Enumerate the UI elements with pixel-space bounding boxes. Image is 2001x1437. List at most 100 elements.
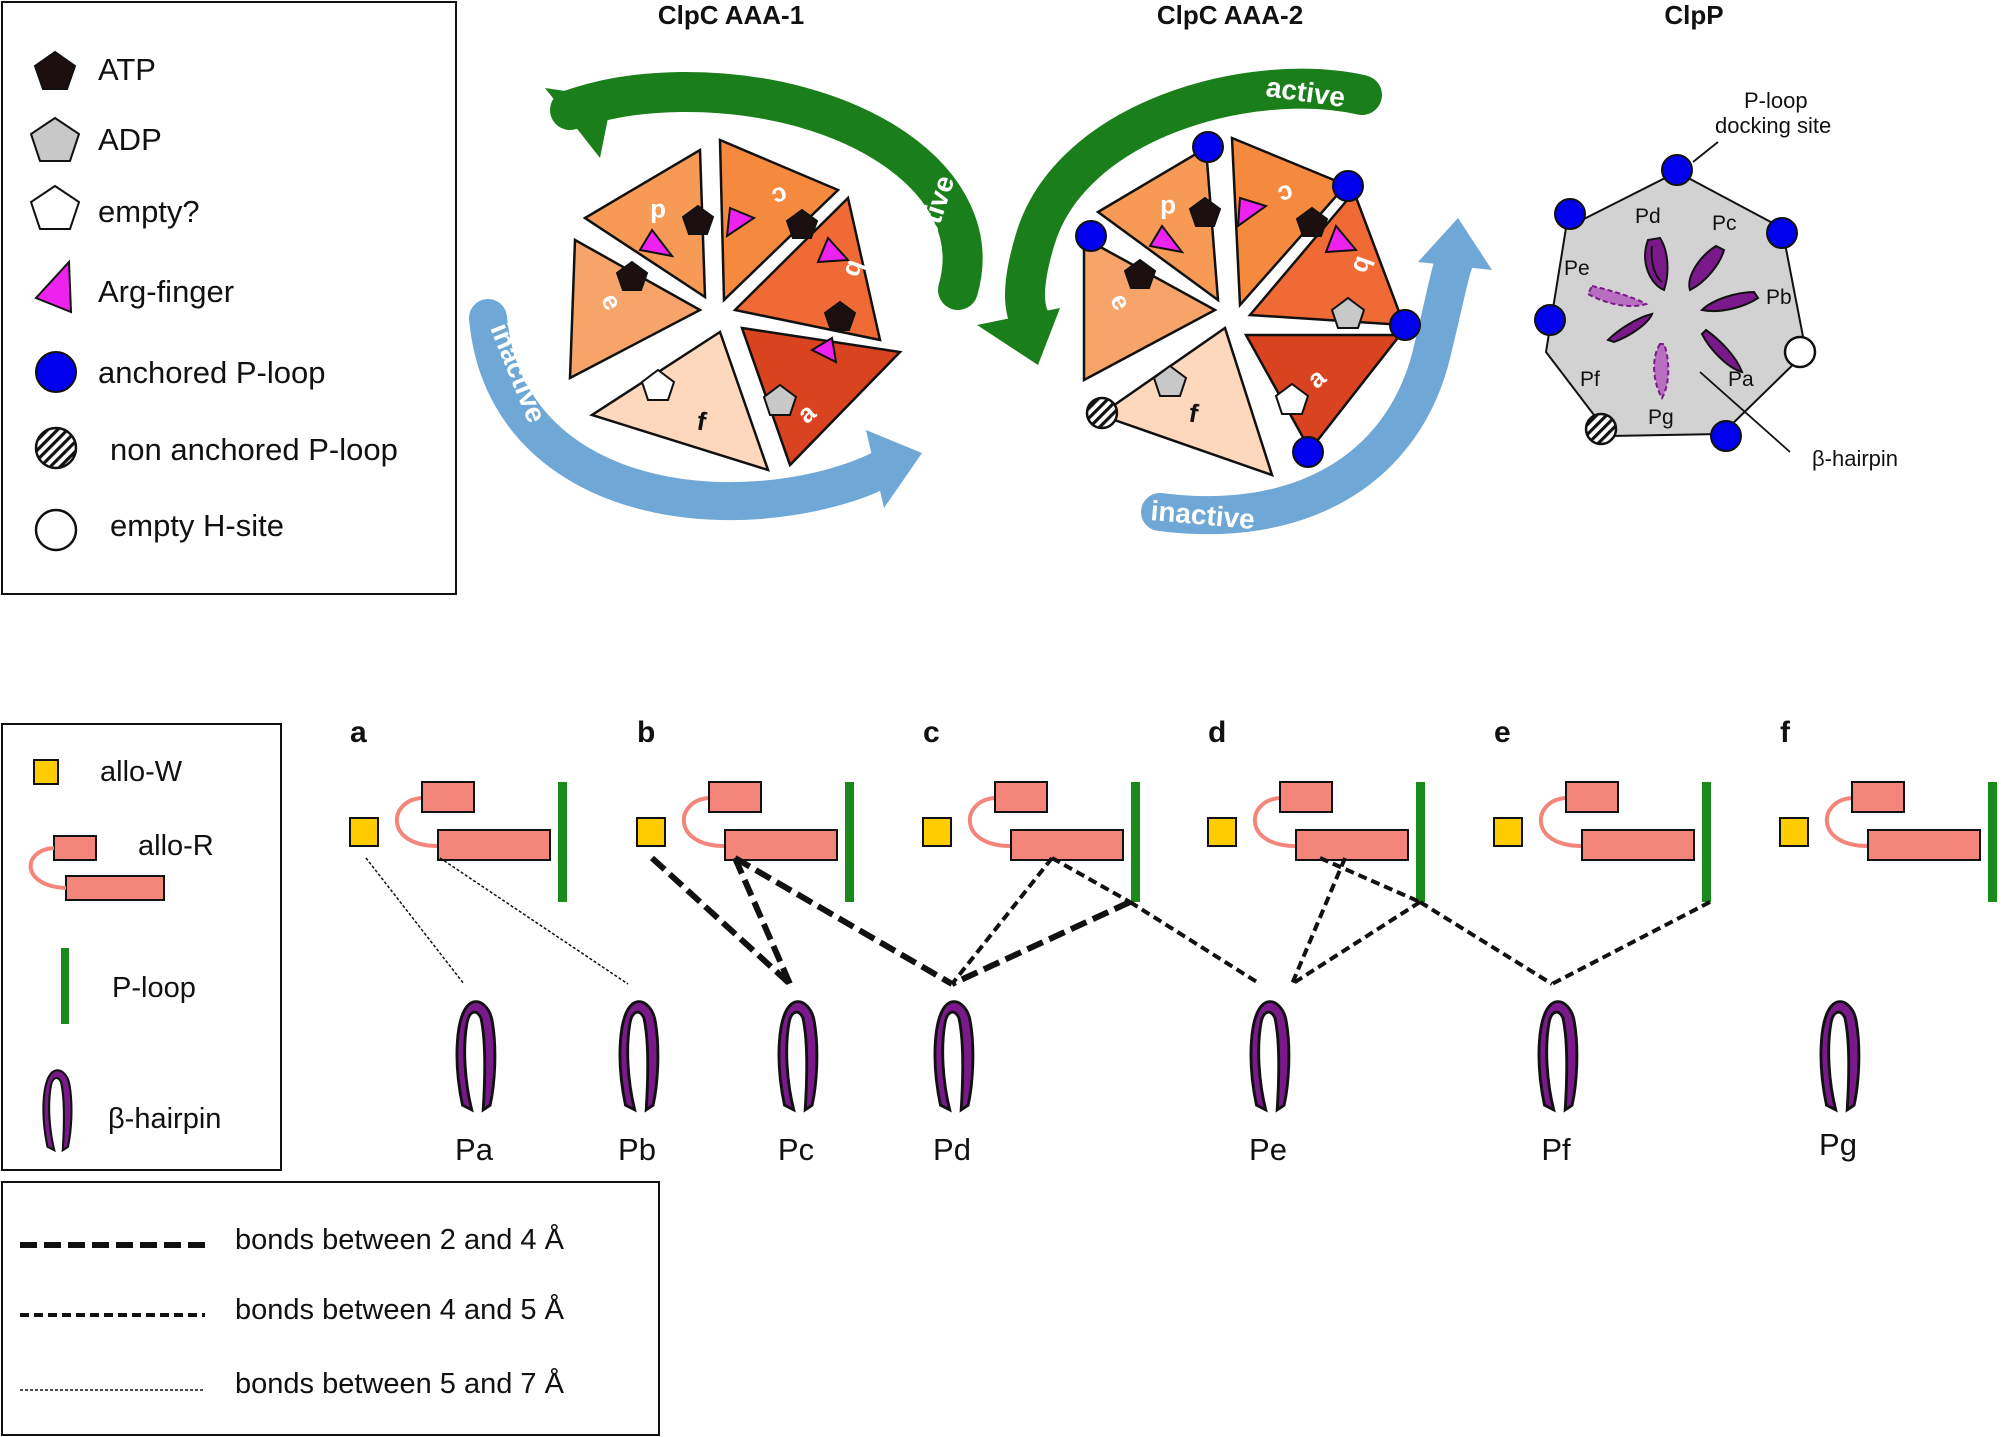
bond-a-pa [365, 857, 465, 985]
hairpin-label-pb: Pb [618, 1132, 656, 1167]
allo-r-linker-f [1825, 796, 1869, 848]
column-label-c: c [923, 716, 940, 749]
aaa1-atp-c [785, 208, 819, 239]
legend-atp-label: ATP [98, 52, 156, 87]
allo-w-square-icon [33, 759, 59, 785]
legend-emptyh-label: empty H-site [110, 508, 284, 543]
aaa2-adp-f [1152, 364, 1188, 397]
module-e: e [1493, 716, 1711, 902]
bottom-legend: bonds between 2 and 4 Å bonds between 4 … [1, 1181, 660, 1436]
clpp-hairpin-pe [1586, 284, 1649, 308]
column-label-d: d [1208, 716, 1226, 749]
aaa2-subunit-a [1243, 333, 1403, 453]
aaa1-inactive-arrow-body [469, 299, 899, 520]
clpp-docking-right-upper [1766, 217, 1798, 249]
allo-r-long-e [1581, 829, 1695, 861]
clpp-hairpin-label: β-hairpin [1812, 446, 1898, 471]
hairpin-pe: Pe [1249, 1000, 1291, 1167]
hairpin-pg: Pg [1819, 1000, 1861, 1162]
middle-legend: allo-W allo-R P-loop β-hairpin [1, 723, 282, 1171]
allo-r-short-c [994, 781, 1048, 813]
aaa2-inactive-arrowhead [1418, 218, 1492, 270]
clpp-label-pf: Pf [1580, 368, 1600, 391]
legend-nonanchored-label: non anchored P-loop [110, 432, 398, 467]
module-b: b [636, 716, 854, 902]
bottom-legend-frame [1, 1181, 660, 1436]
allo-w-b [636, 817, 666, 847]
bond-e-pe-2 [1290, 857, 1347, 985]
bond-d-pd [950, 856, 1054, 986]
allo-r-short-d [1279, 781, 1333, 813]
allo-r-short-a [421, 781, 475, 813]
top-legend-frame [1, 1, 457, 595]
empty-pentagon-icon [29, 184, 81, 230]
aaa1-ring: active inactive d c b a f e [469, 71, 983, 520]
allo-r-long-f [1867, 829, 1981, 861]
allo-w-d [1207, 817, 1237, 847]
bond-lines [365, 855, 1711, 987]
bond-c-pe [1128, 900, 1262, 986]
aaa2-active-arrowhead [977, 308, 1060, 365]
allo-r-long-b [724, 829, 838, 861]
allo-r-long-d [1295, 829, 1409, 861]
allo-r-short-f [1851, 781, 1905, 813]
clpp-hairpin-pb [1699, 290, 1760, 312]
clpp-label-pb: Pb [1766, 286, 1792, 309]
clpp-hairpin-pf [1606, 312, 1654, 344]
p-loop-c [1131, 782, 1140, 902]
aaa1-arg-a [809, 336, 838, 364]
bond-d-c [1051, 856, 1131, 904]
clpp-label-pc: Pc [1712, 212, 1737, 235]
hatched-circle-icon [34, 426, 78, 470]
module-a: a [349, 716, 567, 902]
aaa1-inactive-arrowhead [866, 430, 922, 508]
aaa1-label-d: d [650, 198, 666, 228]
aaa2-anchored-b [1389, 309, 1421, 341]
aaa2-label-d: d [1160, 194, 1176, 224]
aaa1-arg-b [816, 236, 851, 264]
module-f: f [1779, 716, 1997, 902]
clpp-hairpin-pointer [1699, 371, 1791, 453]
aaa2-arg-b [1324, 224, 1359, 254]
hairpin-shape-pe [1249, 1000, 1291, 1112]
legend-medium-label: bonds between 4 and 5 Å [235, 1293, 565, 1326]
aaa1-empty-f [640, 368, 676, 401]
aaa2-atp-c [1295, 206, 1329, 237]
legend-anchored-label: anchored P-loop [98, 355, 326, 390]
hairpin-pb: Pb [618, 1000, 660, 1167]
hairpin-label-pc: Pc [778, 1132, 814, 1167]
allo-r-short-b [708, 781, 762, 813]
p-loop-e [1702, 782, 1711, 902]
p-loop-a [558, 782, 567, 902]
legend-hairpin: β-hairpin [108, 1103, 221, 1135]
allo-r-long-bar [65, 875, 165, 901]
clpp-empty-hsite [1783, 335, 1817, 369]
hairpin-shape-pc [777, 1000, 819, 1112]
bond-e-pf [1418, 900, 1554, 986]
allo-r-short-e [1565, 781, 1619, 813]
hairpin-pc: Pc [777, 1000, 819, 1167]
allo-w-c [922, 817, 952, 847]
aaa2-nonanchored-f [1085, 396, 1119, 430]
clpp-label-pg: Pg [1648, 406, 1674, 429]
aaa1-adp-a [762, 383, 798, 416]
allo-r-short-bar [53, 835, 97, 861]
aaa2-anchored-c [1332, 170, 1364, 202]
aaa2-atp-e [1123, 258, 1157, 289]
column-label-a: a [350, 716, 367, 749]
clpp-docking-pointer [1692, 141, 1719, 163]
aaa2-adp-b [1330, 296, 1366, 329]
allo-r-linker-c [968, 796, 1012, 848]
allo-r-linker-e [1539, 796, 1583, 848]
legend-allo-w: allo-W [100, 756, 183, 788]
clpp-label-pa: Pa [1728, 368, 1754, 391]
allo-w-e [1493, 817, 1523, 847]
hairpin-shape-pf [1537, 1000, 1579, 1112]
hairpin-pf: Pf [1537, 1000, 1579, 1167]
empty-circle-icon [34, 508, 78, 552]
aaa1-arg-d [638, 228, 675, 258]
allo-w-a [349, 817, 379, 847]
